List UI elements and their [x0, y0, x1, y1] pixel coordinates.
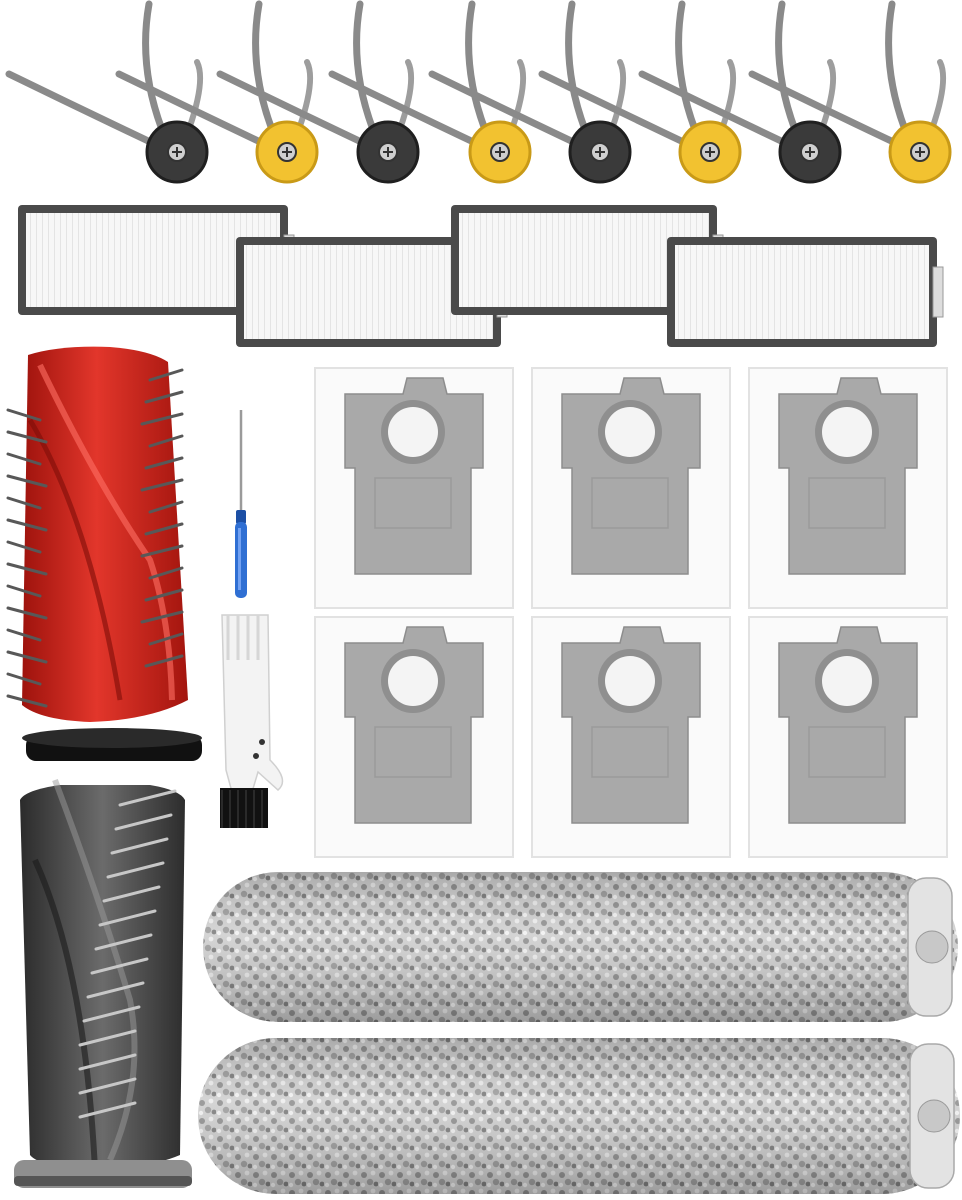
mop-roller: [198, 1038, 960, 1194]
side-brush-set: [5, 0, 952, 184]
screwdriver: [235, 410, 247, 598]
red-brush-bristles: [6, 368, 184, 708]
dust-bag: [748, 616, 948, 858]
side-brush: [115, 0, 319, 184]
side-brush: [428, 0, 632, 184]
side-brush: [328, 0, 532, 184]
dust-bag: [314, 367, 514, 609]
main-brush-red: [6, 346, 202, 761]
side-brush: [216, 0, 420, 184]
side-brush: [748, 0, 952, 184]
side-brush: [538, 0, 742, 184]
mop-roller-set: [198, 872, 960, 1194]
dust-bag: [531, 367, 731, 609]
dust-bag: [314, 616, 514, 858]
hepa-filter-set: [18, 205, 944, 347]
side-brush: [638, 0, 842, 184]
grey-brush-bristles: [78, 789, 177, 1119]
hepa-filter: [667, 237, 944, 347]
dust-bag-set: [314, 367, 948, 858]
mop-roller: [203, 872, 958, 1022]
dust-bag: [748, 367, 948, 609]
side-brush: [5, 0, 209, 184]
dust-bag: [531, 616, 731, 858]
cleaning-brush-tool: [220, 614, 284, 828]
main-brush-grey: [14, 778, 192, 1188]
